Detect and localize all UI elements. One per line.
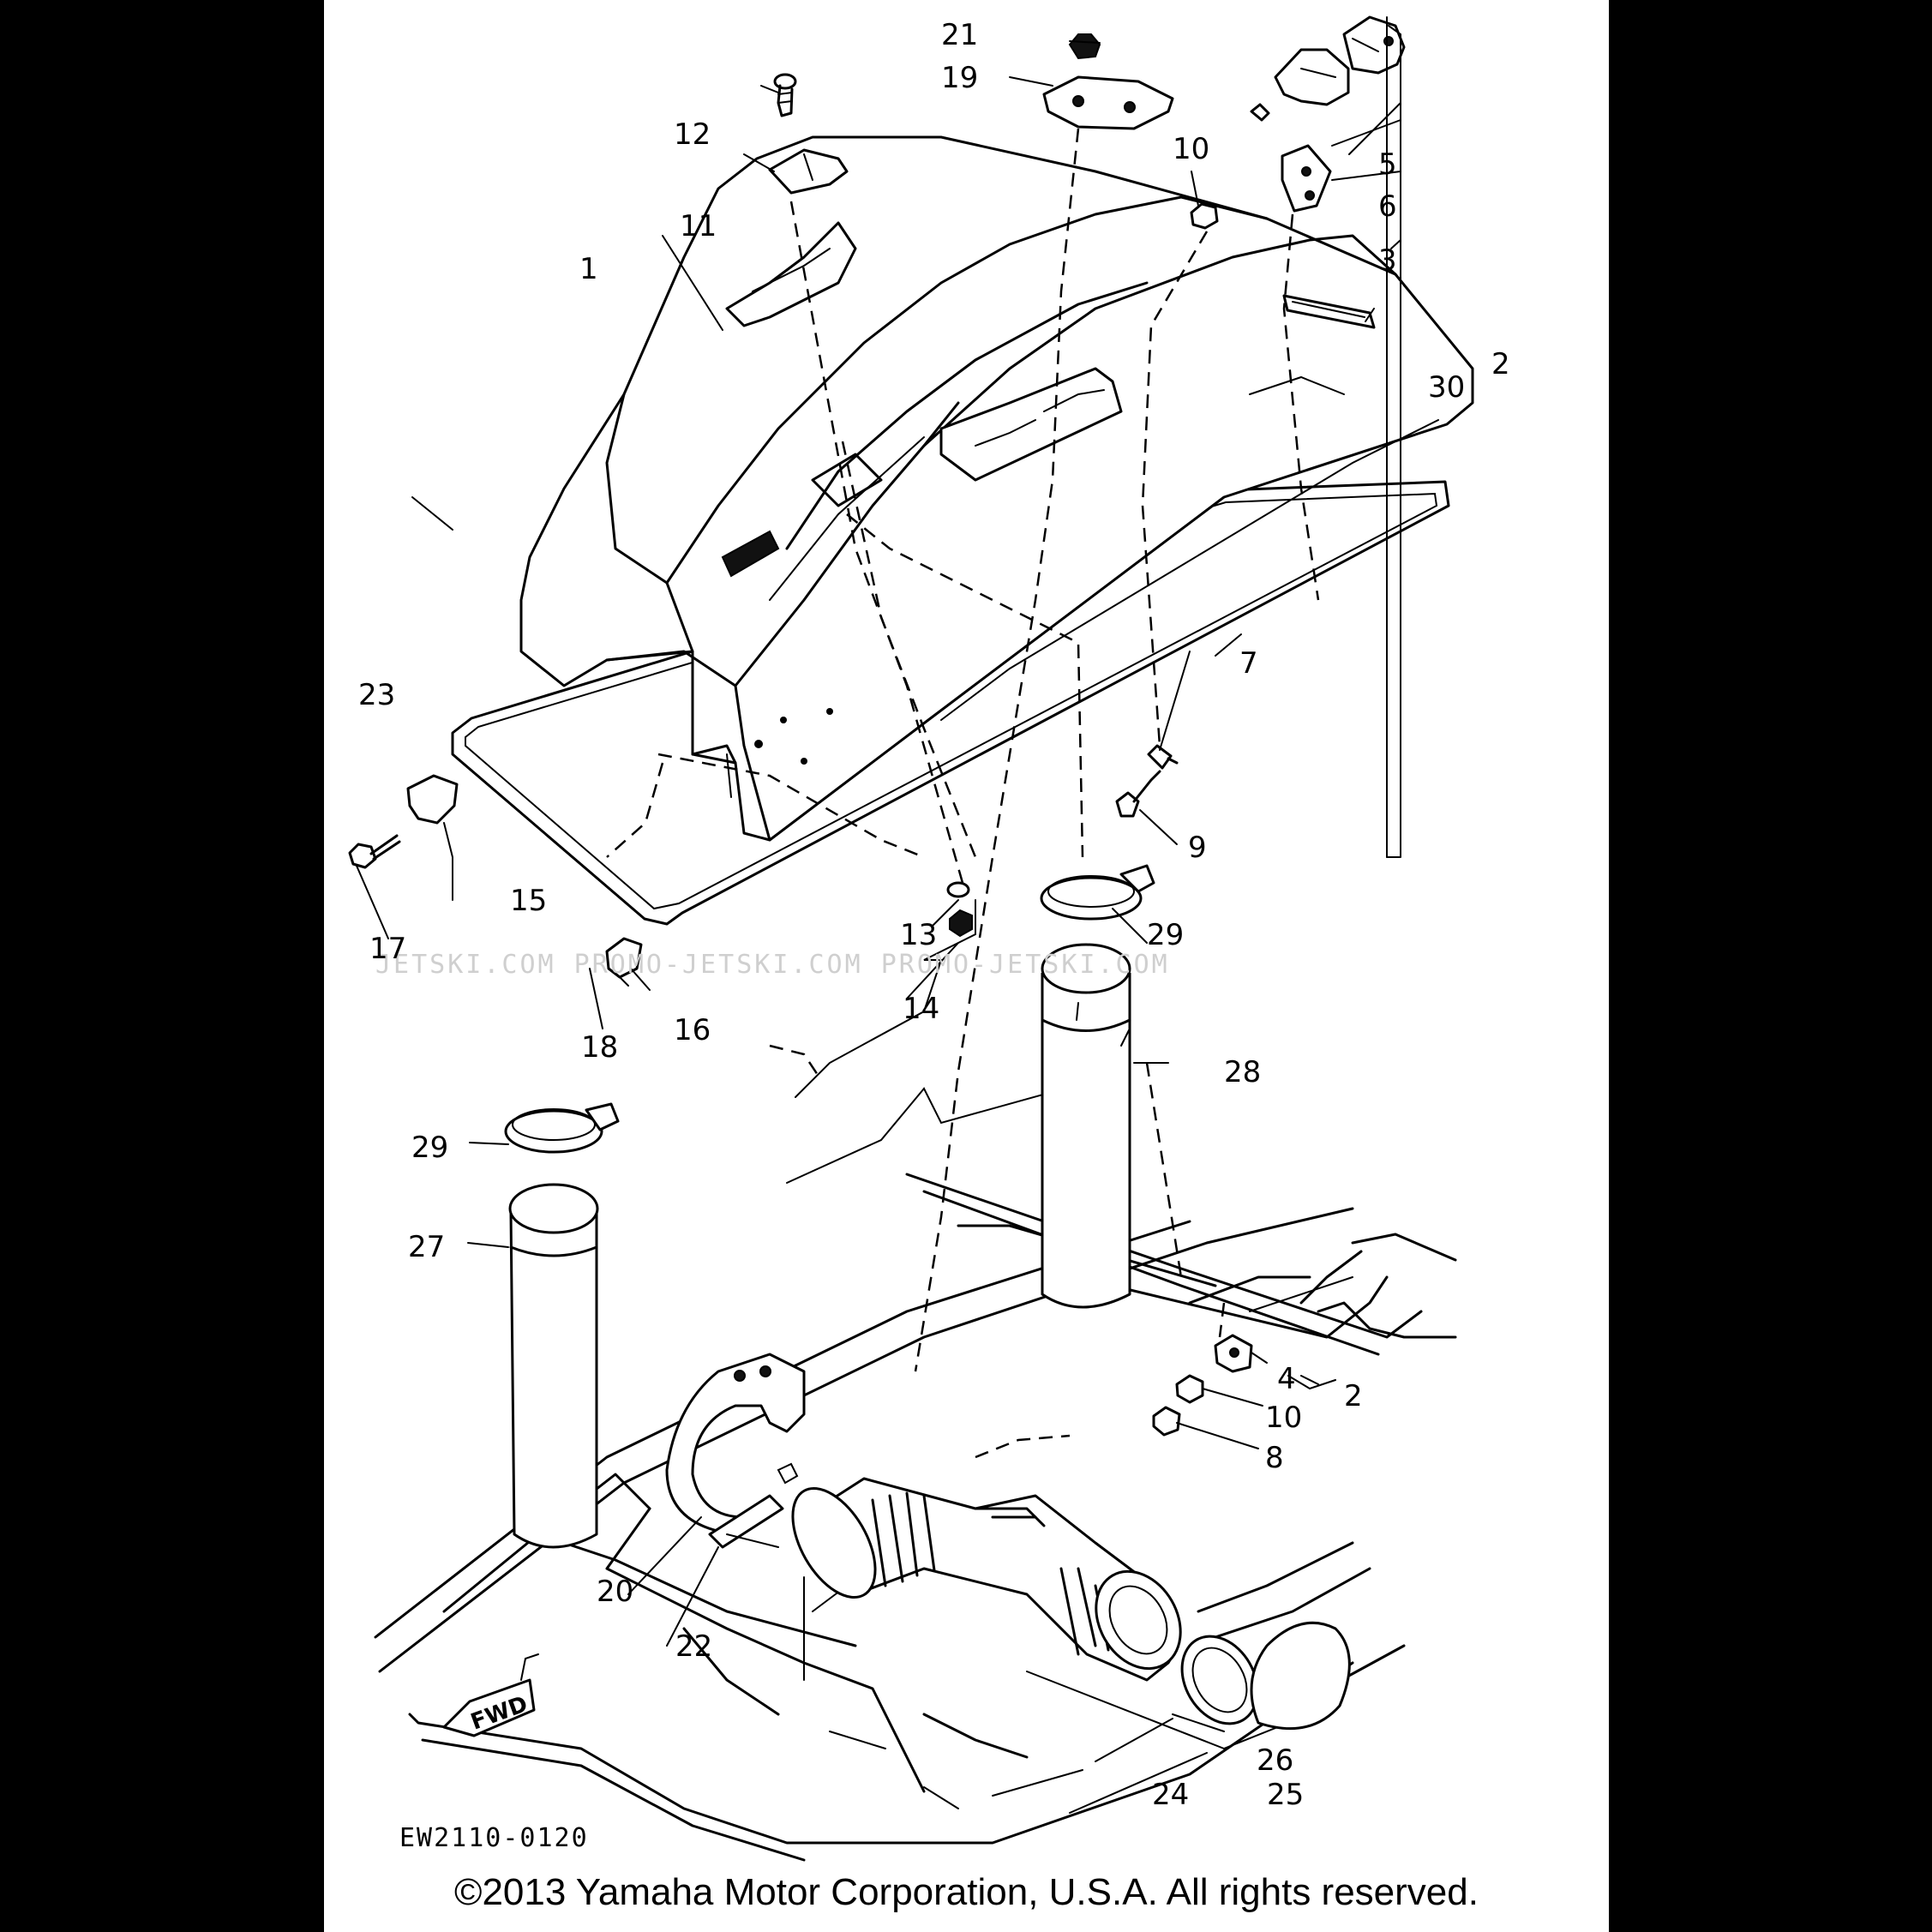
callout-10-top: 10 [1173, 132, 1209, 166]
callout-18: 18 [581, 1030, 618, 1065]
latch-part-5 [1274, 48, 1350, 106]
callout-22: 22 [675, 1629, 712, 1664]
hood-hole [801, 758, 807, 765]
parts-diagram-page: FWD [324, 0, 1609, 1932]
callout-4: 4 [1277, 1362, 1296, 1396]
callout-10-bottom: 10 [1265, 1401, 1302, 1435]
callout-1: 1 [579, 252, 598, 286]
screw-part-12 [773, 73, 797, 117]
support-bracket-part-20 [665, 1353, 806, 1536]
bolt-part-17 [348, 834, 401, 869]
duct-part-28 [1041, 943, 1131, 1309]
gasket-part-26 [1180, 1635, 1259, 1725]
cap-part-25 [1250, 1621, 1351, 1731]
hood-hole [826, 708, 833, 715]
nut-part-14 [949, 909, 973, 938]
duct-part-27 [508, 1183, 599, 1549]
cap-base-part-19 [1042, 75, 1174, 130]
nut-part-10-top [1190, 202, 1219, 230]
bolt-part-6 [1250, 103, 1270, 122]
callout-7: 7 [1239, 646, 1258, 681]
plate-part-3 [1281, 144, 1332, 213]
hose-clamp-part-29-lower [504, 1102, 620, 1154]
latch-hook-part [1342, 15, 1406, 75]
callout-8: 8 [1265, 1441, 1284, 1475]
hose-clamp-part-29-upper [1040, 864, 1155, 921]
callout-26: 26 [1257, 1743, 1293, 1778]
exploded-parts-diagram: FWD [348, 15, 1510, 1862]
callout-11: 11 [680, 209, 717, 243]
hood-hole [754, 740, 763, 748]
callout-23: 23 [358, 678, 395, 712]
pad-part-30 [1282, 294, 1376, 329]
hood-hole [780, 717, 787, 723]
bolt-part-7 [1147, 744, 1173, 770]
callout-19: 19 [941, 61, 978, 95]
callout-9: 9 [1188, 831, 1207, 865]
callout-27: 27 [408, 1230, 445, 1264]
callout-28: 28 [1224, 1055, 1261, 1089]
callout-14: 14 [903, 992, 939, 1026]
engine-hood [451, 135, 1474, 1009]
callout-2-bottom: 2 [1344, 1379, 1363, 1413]
callout-12: 12 [674, 117, 711, 152]
callout-2-top: 2 [1491, 347, 1510, 381]
callout-15: 15 [510, 884, 547, 918]
bracket-part-15 [406, 774, 459, 825]
callout-6: 6 [1378, 189, 1397, 224]
callout-29-lower: 29 [411, 1131, 448, 1165]
callout-21: 21 [941, 18, 978, 52]
callout-24: 24 [1152, 1778, 1189, 1812]
callout-25: 25 [1267, 1778, 1304, 1812]
callout-29-upper: 29 [1147, 918, 1184, 952]
callout-17: 17 [369, 932, 406, 966]
watermark-text: JETSKI.COM PROMO-JETSKI.COM PROMO-JETSKI… [375, 950, 1170, 980]
leader-lines [356, 16, 1401, 1814]
bolt-part-9 [1115, 770, 1161, 818]
nut-part-10-bottom [1175, 1374, 1204, 1404]
plug-part-21 [1068, 33, 1101, 60]
callout-13: 13 [900, 918, 937, 952]
clip-part-16 [605, 937, 643, 979]
assembly-lines [606, 128, 1320, 1459]
copyright-notice: ©2013 Yamaha Motor Corporation, U.S.A. A… [454, 1871, 1479, 1913]
bolt-part-8 [1152, 1406, 1181, 1437]
callout-numbers: 21 19 12 11 1 10 5 6 3 2 30 7 9 23 15 17… [358, 18, 1510, 1812]
callout-30: 30 [1428, 370, 1465, 405]
washer-part-13 [946, 881, 970, 898]
callout-16: 16 [674, 1013, 711, 1047]
diagram-code: EW2110-0120 [399, 1823, 589, 1853]
callout-5: 5 [1378, 147, 1397, 182]
bracket-part-11 [768, 148, 849, 195]
intake-assembly-part-24 [791, 1477, 1182, 1682]
fwd-arrow-icon: FWD [442, 1678, 536, 1737]
callout-20: 20 [597, 1575, 633, 1609]
callout-3: 3 [1378, 243, 1397, 278]
